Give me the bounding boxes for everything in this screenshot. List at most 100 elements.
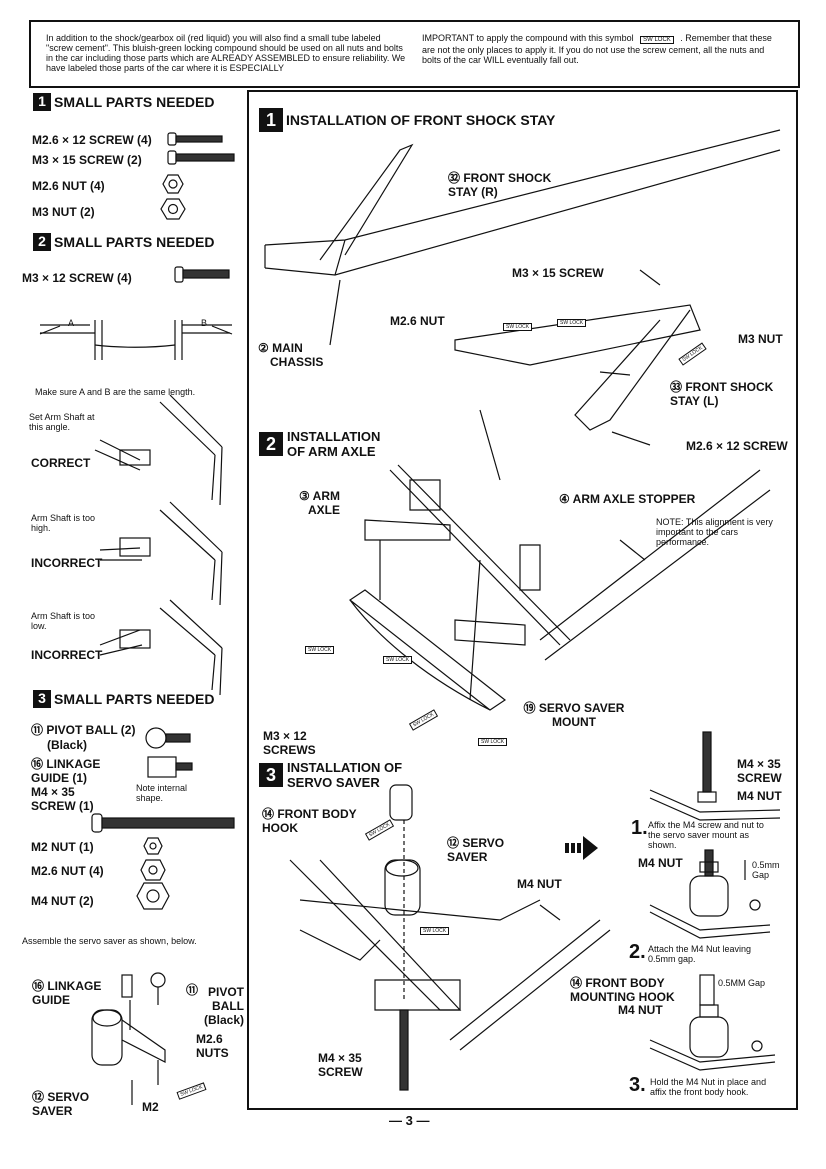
intro-left-text: In addition to the shock/gearbox oil (re… <box>46 33 406 73</box>
left-s1-title: SMALL PARTS NEEDED <box>54 94 215 110</box>
gap2-label: 0.5MM Gap <box>718 978 766 988</box>
m3x15-label: M3 × 15 SCREW <box>512 266 604 280</box>
part-m26x12: M2.6 × 12 SCREW (4) <box>32 133 152 147</box>
nut-m3-icon <box>160 198 186 220</box>
m26x12-label-r: M2.6 × 12 SCREW <box>686 439 788 453</box>
arm-alignment-diagram <box>39 320 233 360</box>
nut-m2-icon <box>143 837 163 855</box>
linkage-guide-label: ⑯ LINKAGE GUIDE (1) <box>31 757 101 785</box>
arm-axle-label: ③ ARM AXLE <box>299 489 340 517</box>
part-m3x12: M3 × 12 SCREW (4) <box>22 271 132 285</box>
right-s3-title-a: INSTALLATION OF <box>287 760 403 775</box>
too-low-note: Arm Shaft is too low. <box>31 611 96 631</box>
sw-lock-tag: SW LOCK <box>557 319 587 327</box>
nut-m26-4-icon <box>140 859 166 881</box>
page-number: — 3 — <box>389 1113 430 1128</box>
intro-right-a: IMPORTANT to apply the compound with thi… <box>422 33 634 43</box>
arm-axle-diagram <box>348 409 771 711</box>
m4x35-label: M4 × 35 SCREW (1) <box>31 785 94 813</box>
right-s2-title-b: OF ARM AXLE <box>287 444 376 459</box>
arm-low-diagram <box>99 599 223 696</box>
servo-saver-assembly-diagram <box>91 972 166 1105</box>
sw-lock-tag: SW LOCK <box>305 646 335 654</box>
m4nut2-label-r: M4 NUT <box>638 856 683 870</box>
left-s2-num: 2 <box>33 233 51 251</box>
pivot-ball-icon <box>145 727 191 749</box>
fss-r-label: ㉜ FRONT SHOCK STAY (R) <box>448 171 552 199</box>
intro-right-text: IMPORTANT to apply the compound with thi… <box>422 33 782 65</box>
m2nut-label: M2 NUT (1) <box>31 840 94 854</box>
step2-text: Attach the M4 Nut leaving 0.5mm gap. <box>648 944 752 964</box>
m4nut2-label: M4 NUT (2) <box>31 894 94 908</box>
screw-m3x15-icon <box>167 150 235 165</box>
nut-m26-icon <box>162 174 184 194</box>
d-servo-saver: ⑫ SERVO SAVER <box>32 1090 90 1118</box>
screw-m26x12-icon <box>167 132 223 146</box>
right-s2-num: 2 <box>259 432 283 456</box>
r-m4x35-label: M4 × 35 SCREW <box>737 757 782 785</box>
left-s3-num: 3 <box>33 690 51 708</box>
fbh-label: ⑭ FRONT BODY HOOK <box>262 807 357 835</box>
m4nut3-label-r: M4 NUT <box>618 1003 663 1017</box>
right-s2-heading: 2 INSTALLATION OF ARM AXLE <box>259 429 380 459</box>
screw-m3x12-icon <box>174 266 230 283</box>
note-internal: Note internal shape. <box>136 783 188 803</box>
left-s1-heading: 1 SMALL PARTS NEEDED <box>33 93 215 111</box>
step3-text: Hold the M4 Nut in place and affix the f… <box>650 1077 767 1097</box>
step3-num: 3. <box>629 1074 646 1096</box>
right-s3-title-b: SERVO SAVER <box>287 775 380 790</box>
fss-l-label: ㉝ FRONT SHOCK STAY (L) <box>670 380 774 408</box>
left-s3-heading: 3 SMALL PARTS NEEDED <box>33 690 215 708</box>
sw-lock-tag: SW LOCK <box>503 323 533 331</box>
incorrect-low-label: INCORRECT <box>31 648 103 662</box>
servo-saver-install-diagram <box>289 784 611 1091</box>
pivot-ball-sub: (Black) <box>47 738 88 752</box>
step2-diagram <box>649 849 771 939</box>
left-s1-num: 1 <box>33 93 51 111</box>
m4x35-screw-label: M4 × 35 SCREW <box>318 1051 363 1079</box>
stopper-label: ④ ARM AXLE STOPPER <box>559 492 696 506</box>
same-length-note: Make sure A and B are the same length. <box>35 387 196 397</box>
front-shock-stay-diagram <box>264 129 781 446</box>
step1-diagram <box>649 731 781 821</box>
servo-mount-label: ⑲ SERVO SAVER MOUNT <box>523 701 625 729</box>
d-m26-nuts: M2.6 NUTS <box>196 1032 229 1060</box>
part-m26nut: M2.6 NUT (4) <box>32 179 105 193</box>
left-s3-title: SMALL PARTS NEEDED <box>54 691 215 707</box>
main-label: ② MAIN <box>258 341 303 355</box>
left-s2-title: SMALL PARTS NEEDED <box>54 234 215 250</box>
d-linkage-guide: ⑯ LINKAGE GUIDE <box>32 979 102 1007</box>
sw-lock-tag: SW LOCK <box>478 738 508 746</box>
right-s1-heading: 1 INSTALLATION OF FRONT SHOCK STAY <box>259 108 555 132</box>
servo-saver-label: ⑫ SERVO SAVER <box>447 836 505 864</box>
m3nut-label-r: M3 NUT <box>738 332 783 346</box>
gap-label: 0.5mm Gap <box>752 860 780 880</box>
part-m3x15: M3 × 15 SCREW (2) <box>32 153 142 167</box>
d-pivot-num: ⑪ <box>186 983 199 997</box>
m26nut4-label: M2.6 NUT (4) <box>31 864 104 878</box>
part-m3nut: M3 NUT (2) <box>32 205 95 219</box>
sw-lock-symbol: SW LOCK <box>640 36 674 44</box>
linkage-guide-icon <box>147 756 193 778</box>
arrow-right-icon <box>565 836 598 860</box>
m26nut-label-r: M2.6 NUT <box>390 314 445 328</box>
sw-lock-tag: SW LOCK <box>420 927 450 935</box>
step3-diagram <box>649 974 776 1071</box>
right-s2-title-a: INSTALLATION <box>287 429 381 444</box>
right-s1-num: 1 <box>259 108 283 132</box>
right-s3-heading: 3 INSTALLATION OF SERVO SAVER <box>259 760 402 790</box>
m4nut-label-r: M4 NUT <box>517 877 562 891</box>
r-m4nut-label: M4 NUT <box>737 789 782 803</box>
d-pivot-label: PIVOT BALL (Black) <box>203 985 244 1027</box>
correct-label: CORRECT <box>31 456 91 470</box>
intro-box <box>29 20 800 88</box>
sw-lock-tag: SW LOCK <box>383 656 413 664</box>
alignment-note: NOTE: This alignment is very important t… <box>656 517 773 547</box>
arm-correct-diagram <box>94 394 223 506</box>
right-s3-num: 3 <box>259 763 283 787</box>
right-frame <box>247 90 798 1110</box>
chassis-label: CHASSIS <box>270 355 324 369</box>
too-high-note: Arm Shaft is too high. <box>31 513 96 533</box>
dim-a: A <box>68 318 75 328</box>
